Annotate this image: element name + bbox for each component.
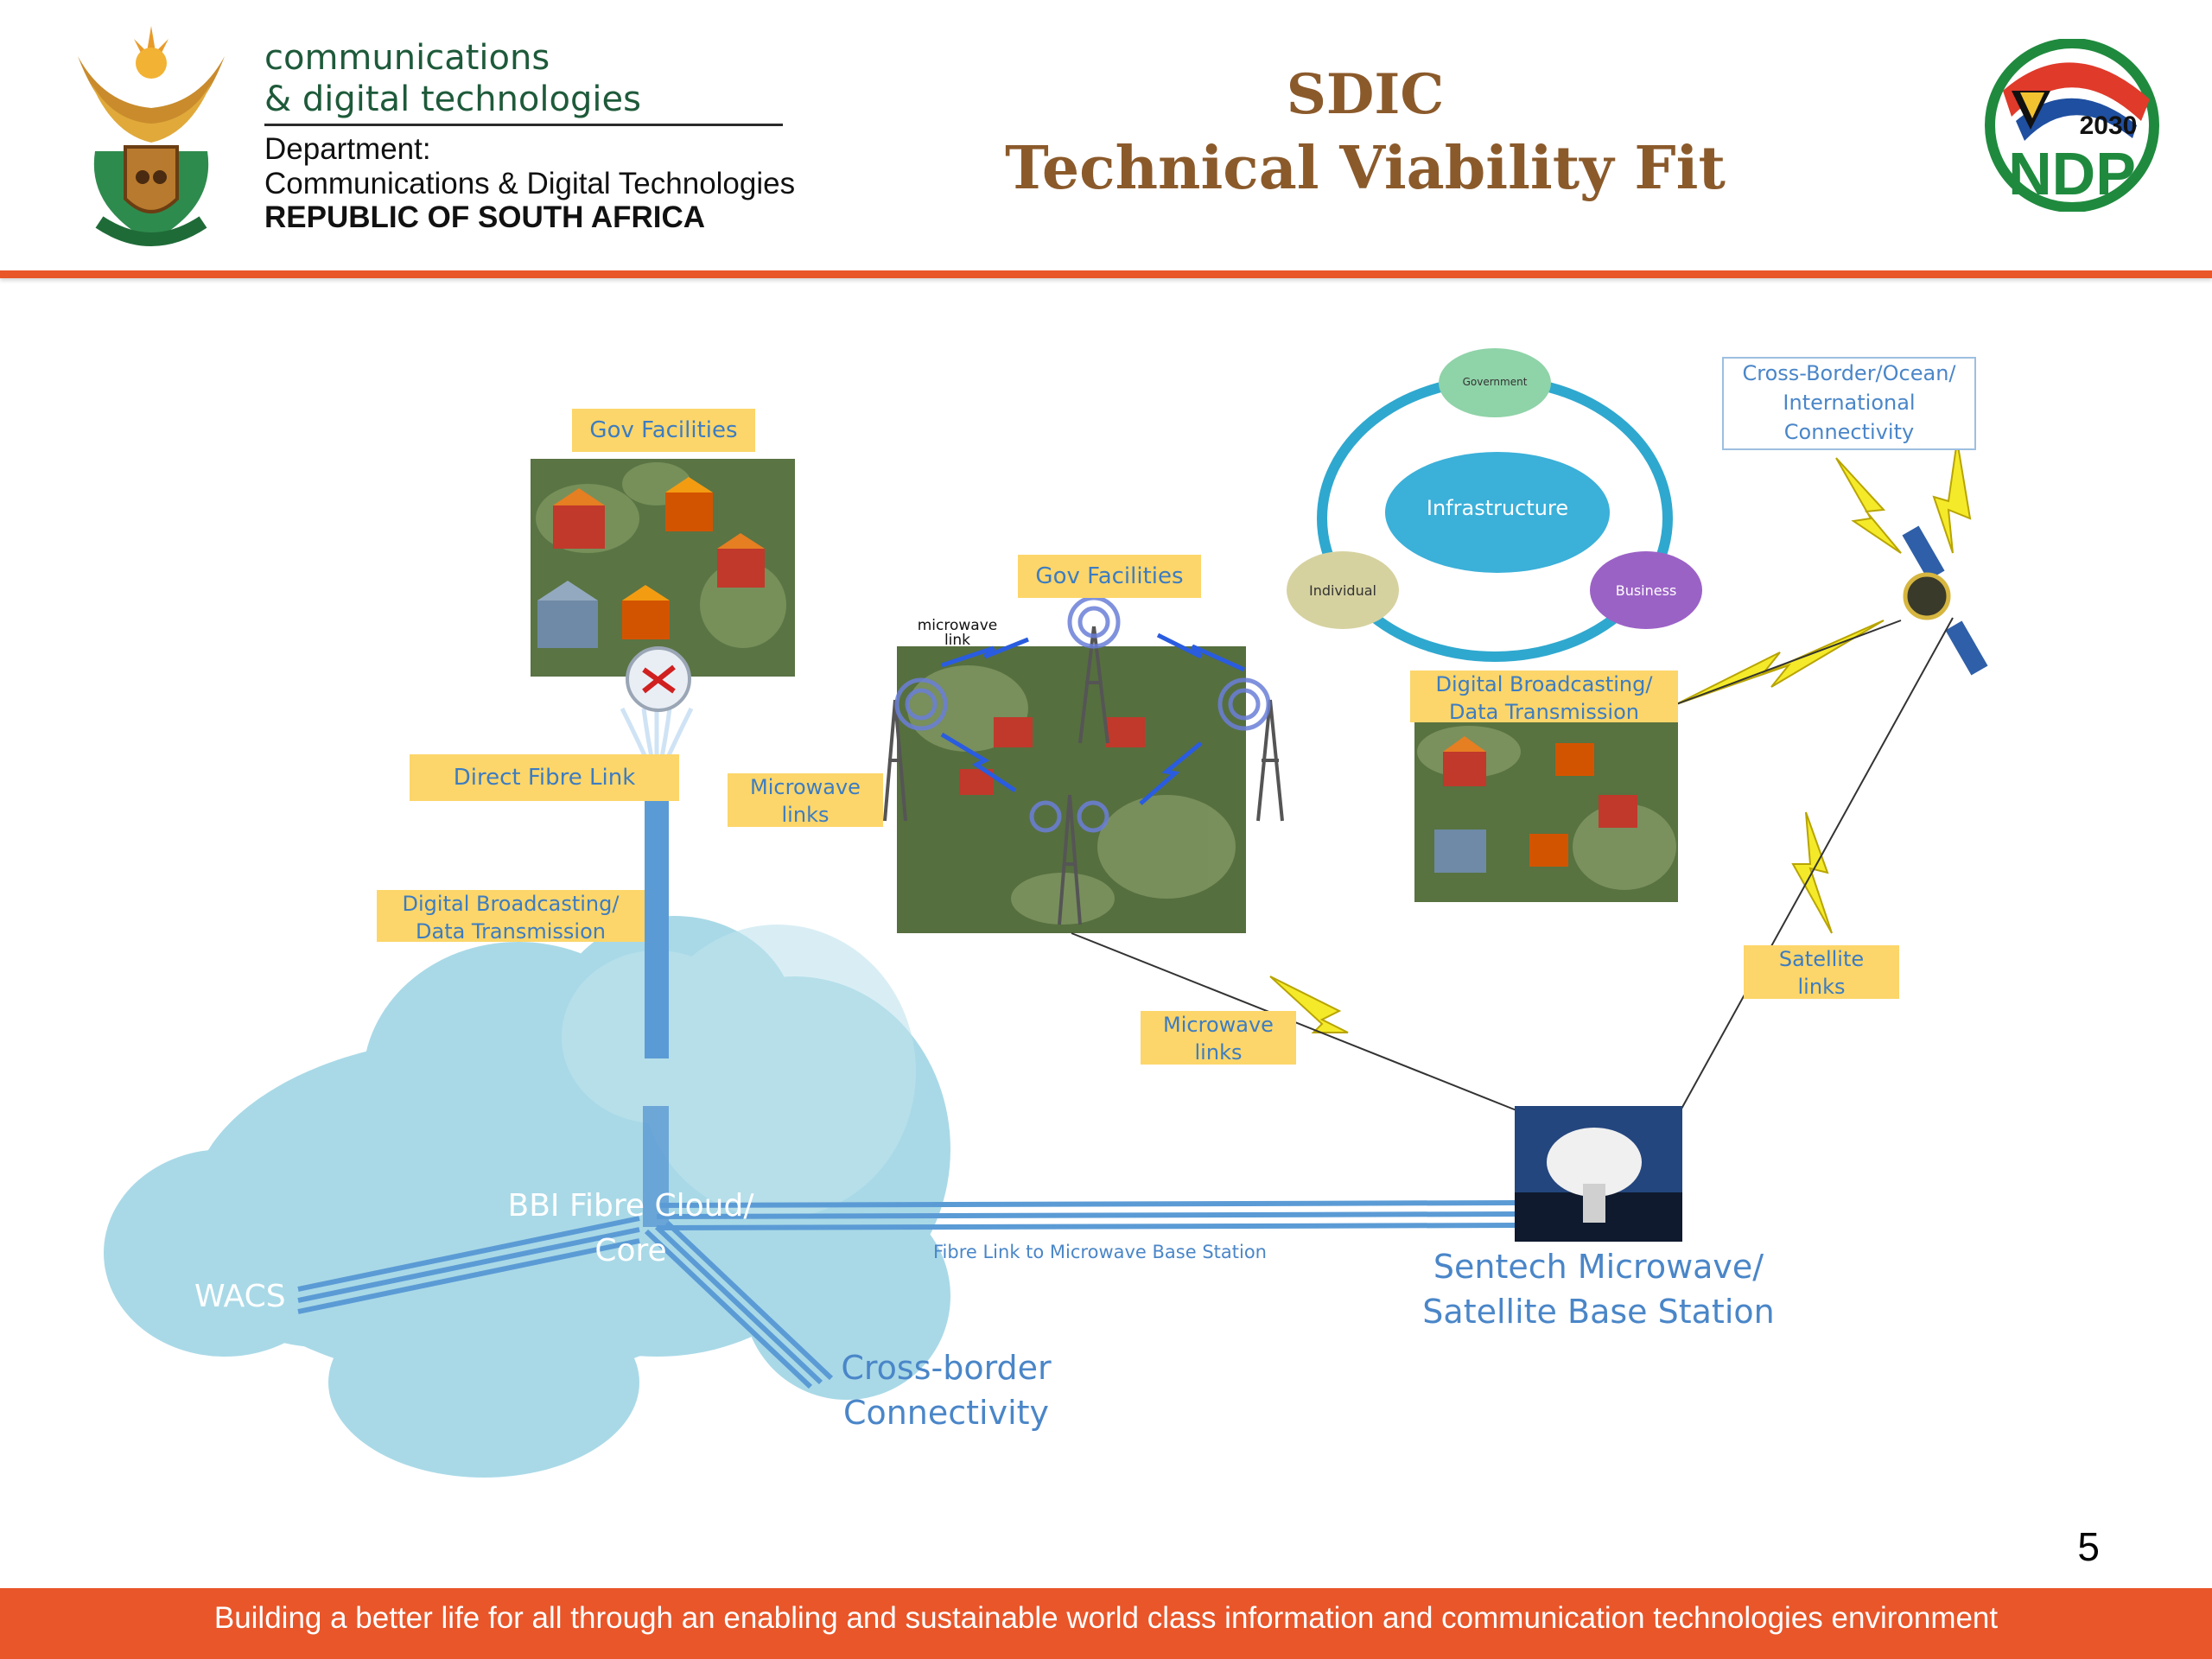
fibre-links: [297, 1200, 1517, 1389]
cycle-individual-node: [1287, 551, 1399, 629]
footer-slogan: Building a better life for all through a…: [213, 1601, 1999, 1635]
ndp-text: NDP: [2008, 140, 2136, 207]
tower-icons: [883, 626, 1284, 925]
slide-title-line1: SDIC: [1286, 62, 1445, 127]
cycle-business-node: [1590, 551, 1702, 629]
slide-title-line2: Technical Viability Fit: [1005, 134, 1726, 203]
header-rule: [0, 270, 2212, 278]
department-country: REPUBLIC OF SOUTH AFRICA: [264, 200, 706, 234]
label-fibre-link-to-base-station: Fibre Link to Microwave Base Station: [933, 1242, 1267, 1262]
label-sentech-station: Sentech Microwave/Satellite Base Station: [1422, 1248, 1775, 1331]
page-number: 5: [2077, 1524, 2100, 1569]
signal-icons: [894, 595, 1271, 833]
cycle-infrastructure-node: [1385, 452, 1610, 573]
coat-of-arms-logo: [78, 26, 225, 246]
label-gov-facilities-mid: Gov Facilities: [1018, 555, 1201, 598]
label-wacs: WACS: [194, 1279, 286, 1314]
network-diagram: [104, 348, 1988, 1478]
label-gov-facilities-top: Gov Facilities: [572, 409, 755, 452]
cycle-label-individual: Individual: [1309, 582, 1376, 599]
microwave-link-bolts: [940, 632, 1246, 805]
cycle-label-business: Business: [1615, 582, 1677, 599]
label-direct-fibre-link: Direct Fibre Link: [410, 754, 679, 801]
footer-bar: [0, 1588, 2212, 1659]
department-name: Communications & Digital Technologies: [264, 167, 796, 200]
lightning-bolts: [1269, 440, 1972, 1033]
cycle-label-infrastructure: Infrastructure: [1426, 496, 1569, 520]
satellite-icon: [1902, 525, 1988, 676]
ndp-2030-logo: 2030 NDP: [1985, 39, 2159, 212]
direct-fibre-trunk: [645, 782, 669, 1058]
cycle-government-node: [1439, 348, 1551, 417]
header-divider: [264, 124, 783, 126]
department-label: Department:: [264, 132, 431, 166]
label-digital-broadcasting-left: Digital Broadcasting/Data Transmission: [377, 890, 645, 944]
ndp-year: 2030: [2080, 111, 2138, 140]
department-brand-line2: & digital technologies: [264, 79, 641, 119]
department-brand-line1: communications: [264, 38, 550, 78]
slide-header: [0, 0, 2212, 276]
label-bbi-fibre-cloud: BBI Fibre Cloud/Core: [507, 1188, 754, 1268]
cycle-label-government: Government: [1462, 376, 1528, 388]
label-digital-broadcasting-right: Digital Broadcasting/Data Transmission: [1410, 671, 1678, 724]
